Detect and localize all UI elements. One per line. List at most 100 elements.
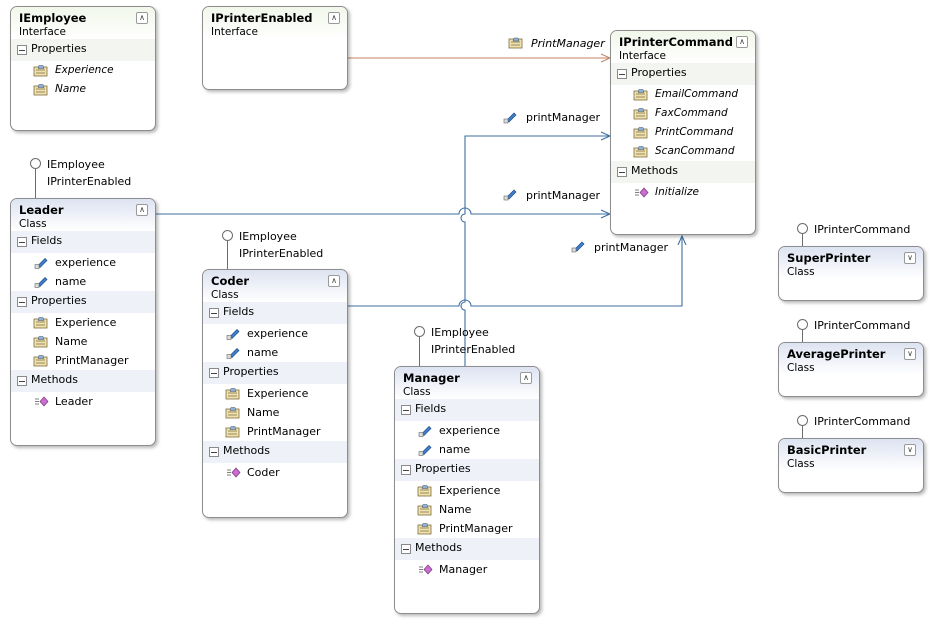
member-item[interactable]: Name [11, 332, 155, 351]
member-label: Experience [247, 387, 309, 400]
compartment-header[interactable]: Methods [203, 441, 347, 463]
collapse-section-icon[interactable] [401, 405, 411, 415]
compartment-header[interactable]: Properties [11, 39, 155, 61]
member-item[interactable]: Manager [395, 560, 539, 579]
property-icon [633, 145, 649, 158]
compartment-header[interactable]: Fields [203, 302, 347, 324]
compartment-title: Methods [631, 164, 678, 177]
member-item[interactable]: Experience [395, 481, 539, 500]
member-label: FaxCommand [655, 107, 728, 119]
member-item[interactable]: experience [395, 421, 539, 440]
member-item[interactable]: EmailCommand [611, 85, 755, 104]
collapse-toggle-icon[interactable]: ∧ [736, 36, 748, 48]
property-icon [33, 64, 49, 77]
compartment-header[interactable]: Fields [11, 231, 155, 253]
compartment-header[interactable]: Properties [395, 459, 539, 481]
association-label: PrintManager [531, 37, 605, 50]
member-item[interactable]: ScanCommand [611, 142, 755, 161]
member-item[interactable]: name [203, 343, 347, 362]
member-item[interactable]: name [11, 272, 155, 291]
member-item[interactable]: PrintManager [203, 422, 347, 441]
member-label: Manager [439, 563, 488, 576]
expand-toggle-icon[interactable]: ∨ [904, 444, 916, 456]
collapse-section-icon[interactable] [401, 544, 411, 554]
collapse-section-icon[interactable] [617, 69, 627, 79]
member-item[interactable]: Leader [11, 392, 155, 411]
collapse-section-icon[interactable] [209, 447, 219, 457]
member-item[interactable]: PrintManager [11, 351, 155, 370]
collapse-section-icon[interactable] [209, 308, 219, 318]
member-item[interactable]: Experience [11, 61, 155, 80]
expand-toggle-icon[interactable]: ∨ [904, 252, 916, 264]
member-item[interactable]: PrintCommand [611, 123, 755, 142]
collapse-section-icon[interactable] [401, 465, 411, 475]
member-item[interactable]: FaxCommand [611, 104, 755, 123]
shape-title: Manager [403, 371, 460, 385]
compartment-header[interactable]: Properties [203, 362, 347, 384]
member-item[interactable]: name [395, 440, 539, 459]
shape-title: IPrinterCommand [619, 35, 733, 49]
association-label: printManager [526, 189, 601, 202]
compartment-header[interactable]: Properties [11, 291, 155, 313]
collapse-section-icon[interactable] [17, 297, 27, 307]
collapse-section-icon[interactable] [17, 45, 27, 55]
member-label: Experience [55, 316, 117, 329]
member-item[interactable]: experience [11, 253, 155, 272]
field-icon [417, 443, 433, 456]
collapse-toggle-icon[interactable]: ∧ [328, 12, 340, 24]
collapse-toggle-icon[interactable]: ∧ [520, 372, 532, 384]
collapse-section-icon[interactable] [617, 167, 627, 177]
member-item[interactable]: PrintManager [395, 519, 539, 538]
collapse-section-icon[interactable] [209, 368, 219, 378]
member-item[interactable]: Experience [203, 384, 347, 403]
shape-stereotype: Class [19, 218, 47, 230]
collapse-toggle-icon[interactable]: ∧ [136, 12, 148, 24]
lollipop-icon [414, 326, 425, 337]
member-item[interactable]: Coder [203, 463, 347, 482]
property-icon [633, 107, 649, 120]
lollipop-icon [222, 230, 233, 241]
member-item[interactable]: experience [203, 324, 347, 343]
lollipop-label: IPrinterCommand [814, 223, 911, 236]
expand-toggle-icon[interactable]: ∨ [904, 348, 916, 360]
compartment-header[interactable]: Methods [611, 161, 755, 183]
compartment-header[interactable]: Methods [11, 370, 155, 392]
collapse-section-icon[interactable] [17, 237, 27, 247]
association-leader-command [155, 207, 610, 214]
collapse-toggle-icon[interactable]: ∧ [328, 275, 340, 287]
field-icon [33, 256, 49, 269]
compartment-header[interactable]: Properties [611, 63, 755, 85]
lollipop-stem [802, 233, 803, 249]
compartment-header[interactable]: Methods [395, 538, 539, 560]
member-item[interactable]: Name [203, 403, 347, 422]
collapse-toggle-icon[interactable]: ∧ [136, 204, 148, 216]
compartment-header[interactable]: Fields [395, 399, 539, 421]
member-item[interactable]: Name [11, 80, 155, 99]
collapse-section-icon[interactable] [17, 376, 27, 386]
member-item[interactable]: Name [395, 500, 539, 519]
field-icon [571, 241, 585, 253]
member-item[interactable]: Initialize [611, 183, 755, 202]
member-item[interactable]: Experience [11, 313, 155, 332]
